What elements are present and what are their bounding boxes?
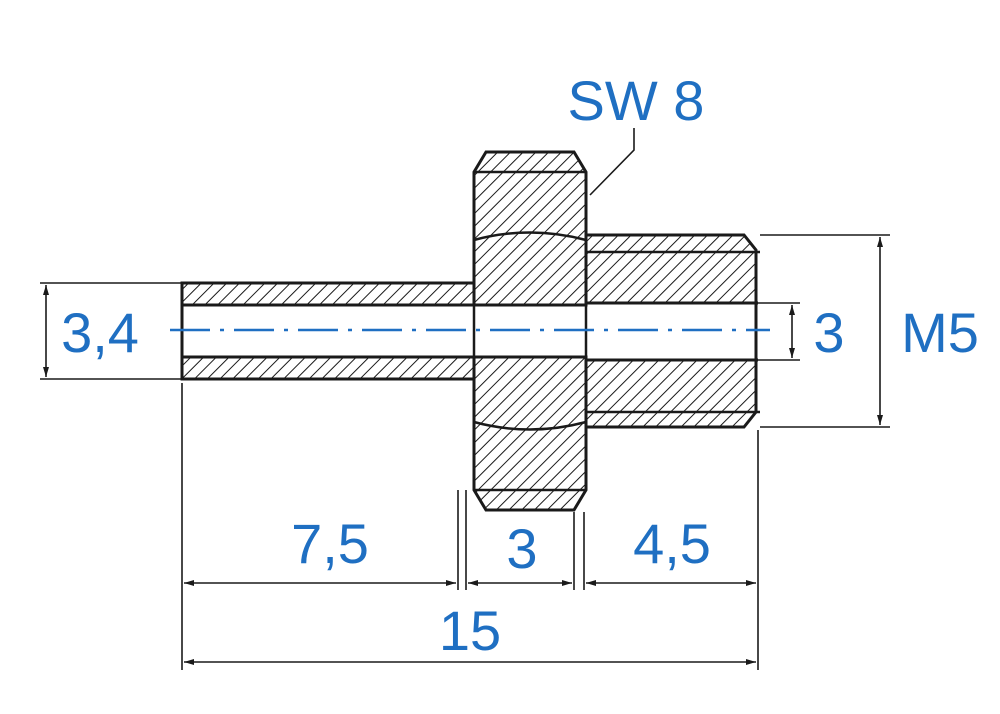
label-length-total: 15 xyxy=(439,599,501,662)
label-thread: M5 xyxy=(901,301,979,364)
dimension-lines xyxy=(43,237,883,665)
dimension-texts: SW 8 3,4 3 M5 7,5 3 4,5 15 xyxy=(61,69,979,662)
thread-section-top xyxy=(584,233,758,305)
hex-nut-top xyxy=(472,150,588,307)
thread-section-bottom xyxy=(584,358,758,429)
hex-facet-lines xyxy=(472,170,760,492)
hex-nut-bottom xyxy=(472,355,588,512)
extension-lines xyxy=(40,234,890,670)
left-tube-wall-top xyxy=(180,281,476,307)
wrench-size-leader xyxy=(589,128,635,196)
label-wrench-size: SW 8 xyxy=(568,69,705,132)
label-left-inner-diameter: 3,4 xyxy=(61,301,139,364)
label-length-right: 4,5 xyxy=(633,512,711,575)
left-tube-wall-bottom xyxy=(180,355,476,381)
label-length-hex: 3 xyxy=(506,517,537,580)
bore-outline xyxy=(180,283,758,379)
label-length-left: 7,5 xyxy=(291,512,369,575)
label-right-inner-diameter: 3 xyxy=(813,301,844,364)
